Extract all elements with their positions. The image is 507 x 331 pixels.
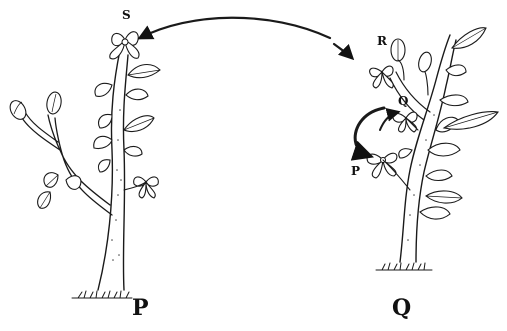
flower-q	[393, 112, 418, 132]
label-r: R	[377, 34, 387, 48]
plant-q	[367, 28, 498, 270]
arrow-to-r	[334, 44, 352, 58]
label-q-flower: Q	[398, 94, 408, 108]
plant-p	[7, 32, 160, 298]
arrow-q-to-p	[355, 108, 384, 156]
flower-r	[370, 66, 394, 88]
arrow-r-to-s	[140, 18, 330, 38]
flower-p	[367, 153, 410, 190]
label-p-flower: P	[351, 164, 360, 178]
label-s: S	[122, 8, 131, 22]
label-plant-p: P	[132, 295, 149, 321]
flower-s	[110, 32, 139, 59]
label-plant-q: Q	[392, 295, 411, 321]
